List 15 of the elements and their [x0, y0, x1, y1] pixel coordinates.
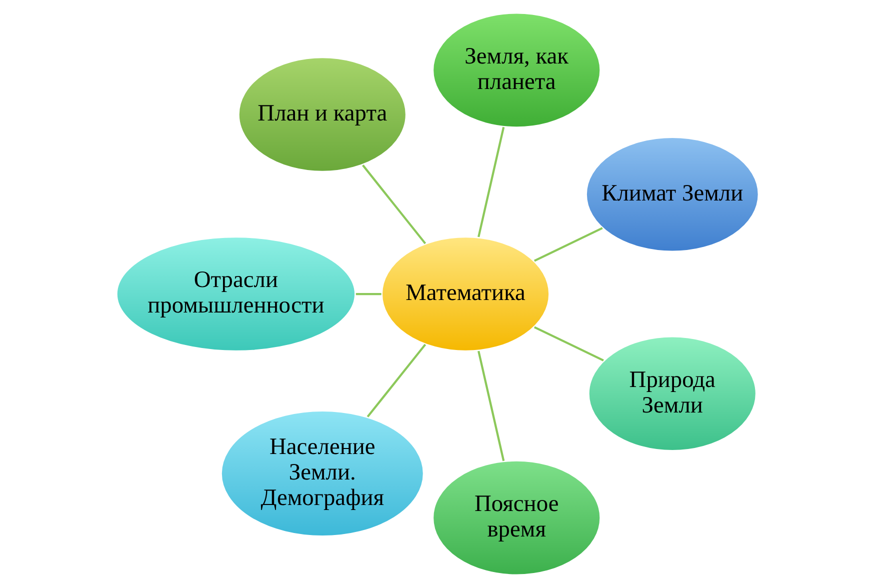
- connector: [356, 292, 382, 296]
- node-ellipse: Отрасли промышленности: [115, 235, 357, 353]
- connector: [362, 164, 426, 244]
- node-ellipse: Земля, как планета: [431, 12, 602, 129]
- node-ellipse: Математика: [380, 235, 551, 353]
- node-ellipse: Природа Земли: [587, 335, 758, 452]
- connector: [366, 344, 426, 418]
- connector: [534, 227, 603, 262]
- node-ellipse: Население Земли. Демография: [220, 409, 426, 538]
- connector: [478, 350, 505, 462]
- node-ellipse: Климат Земли: [584, 136, 760, 253]
- connector: [478, 126, 505, 238]
- node-ellipse: Поясное время: [431, 459, 602, 576]
- connector: [534, 326, 604, 362]
- node-ellipse: План и карта: [237, 56, 408, 174]
